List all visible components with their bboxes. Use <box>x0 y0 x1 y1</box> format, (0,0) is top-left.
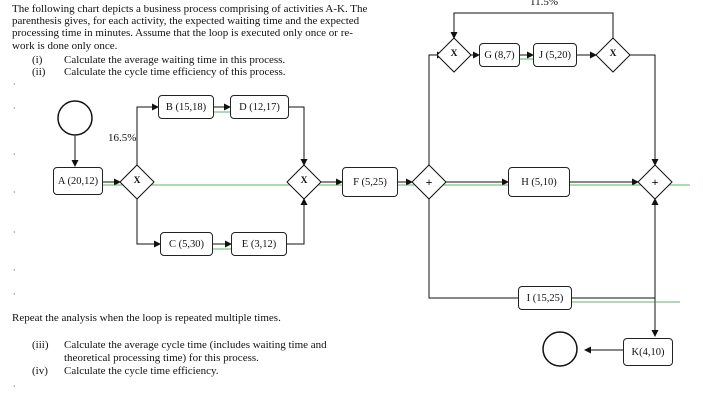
gateway-parallel-split: + <box>425 175 433 189</box>
question-4-number: (iv) <box>32 365 48 377</box>
paragraph-mark: · <box>13 150 16 159</box>
paragraph-mark: · <box>13 290 16 299</box>
activity-k: K(4,10) <box>623 338 673 366</box>
question-4: Calculate the cycle time efficiency. <box>64 365 219 377</box>
paragraph-mark: · <box>13 382 16 391</box>
intro-line-4: work is done only once. <box>12 40 118 52</box>
gateway-split-xor: X <box>133 176 141 186</box>
question-2: Calculate the cycle time efficiency of t… <box>64 66 286 78</box>
question-1-number: (i) <box>32 54 43 66</box>
paragraph-mark: · <box>13 80 16 89</box>
activity-e: E (3,12) <box>231 232 287 256</box>
loop-probability-label: 11.5% <box>530 0 559 8</box>
question-3-number: (iii) <box>32 339 49 351</box>
activity-c: C (5,30) <box>160 232 213 256</box>
question-1: Calculate the average waiting time in th… <box>64 54 286 66</box>
activity-d: D (12,17) <box>230 95 289 119</box>
activity-f: F (5,25) <box>342 167 398 197</box>
question-3-line-1: Calculate the average cycle time (includ… <box>64 339 327 351</box>
paragraph-mark: · <box>13 228 16 237</box>
gateway-loop-join-xor: X <box>450 49 458 59</box>
paragraph-mark: · <box>13 266 16 275</box>
activity-b: B (15,18) <box>158 95 214 119</box>
gateway-join-xor: X <box>300 176 308 186</box>
gateway-loop-split-xor: X <box>609 49 617 59</box>
activity-a: A (20,12) <box>53 167 103 195</box>
activity-g: G (8,7) <box>479 43 520 67</box>
branch-probability-label: 16.5% <box>108 132 137 144</box>
intro-line-3: processing time in minutes. Assume that … <box>12 27 353 39</box>
intro-line-2: parenthesis gives, for each activity, th… <box>12 15 360 27</box>
intro-line-1: The following chart depicts a business p… <box>12 3 368 15</box>
paragraph-mark: · <box>13 104 16 113</box>
activity-i: I (15,25) <box>518 286 572 310</box>
question-3-line-2: theoretical processing time) for this pr… <box>64 352 259 364</box>
paragraph-mark: · <box>13 188 16 197</box>
gateway-parallel-join: + <box>651 175 659 189</box>
activity-j: J (5,20) <box>533 43 577 67</box>
activity-h: H (5,10) <box>508 167 570 197</box>
repeat-text: Repeat the analysis when the loop is rep… <box>12 312 281 324</box>
question-2-number: (ii) <box>32 66 46 78</box>
